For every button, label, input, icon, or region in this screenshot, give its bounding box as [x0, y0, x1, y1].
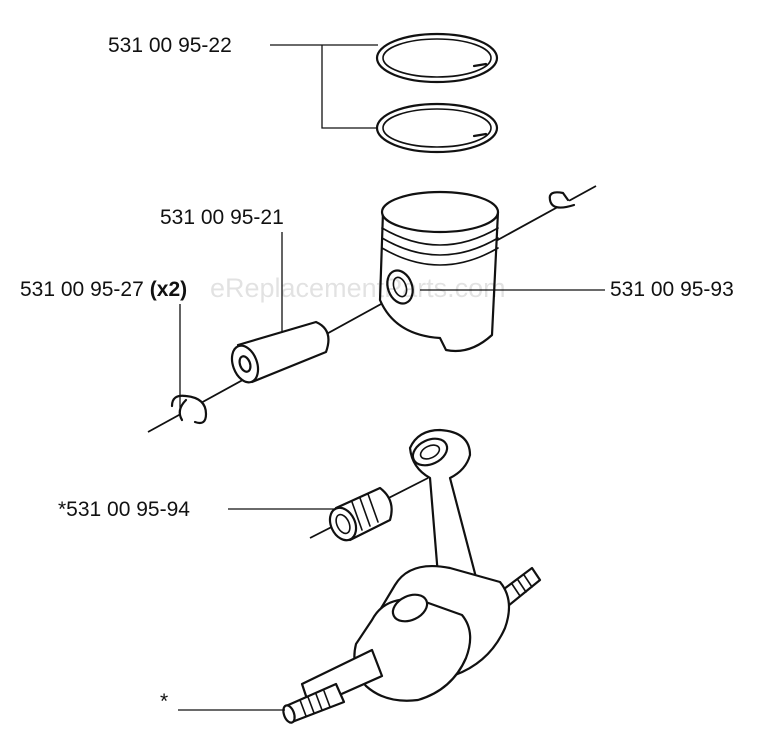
label-needle-bearing: *531 00 95-94 [58, 498, 190, 521]
label-circlip-qty: (x2) [150, 278, 187, 301]
circlip-left [170, 394, 208, 425]
piston-pin [230, 320, 330, 384]
label-piston-pin: 531 00 95-21 [160, 206, 284, 229]
piston-ring-upper [375, 32, 499, 84]
label-circlip: 531 00 95-27 (x2) [20, 278, 187, 301]
circlip-right [548, 191, 576, 209]
leader-piston-rings [270, 44, 378, 129]
pin-axis-line [147, 185, 597, 433]
needle-bearing [328, 486, 393, 542]
label-piston: 531 00 95-93 [610, 278, 734, 301]
watermark: eReplacementParts.com [210, 273, 506, 303]
piston [378, 190, 500, 353]
label-piston-rings: 531 00 95-22 [108, 34, 232, 57]
crankshaft [282, 428, 542, 724]
label-crankshaft: * [160, 690, 168, 713]
label-circlip-part: 531 00 95-27 [20, 278, 144, 301]
piston-ring-lower [375, 102, 499, 154]
